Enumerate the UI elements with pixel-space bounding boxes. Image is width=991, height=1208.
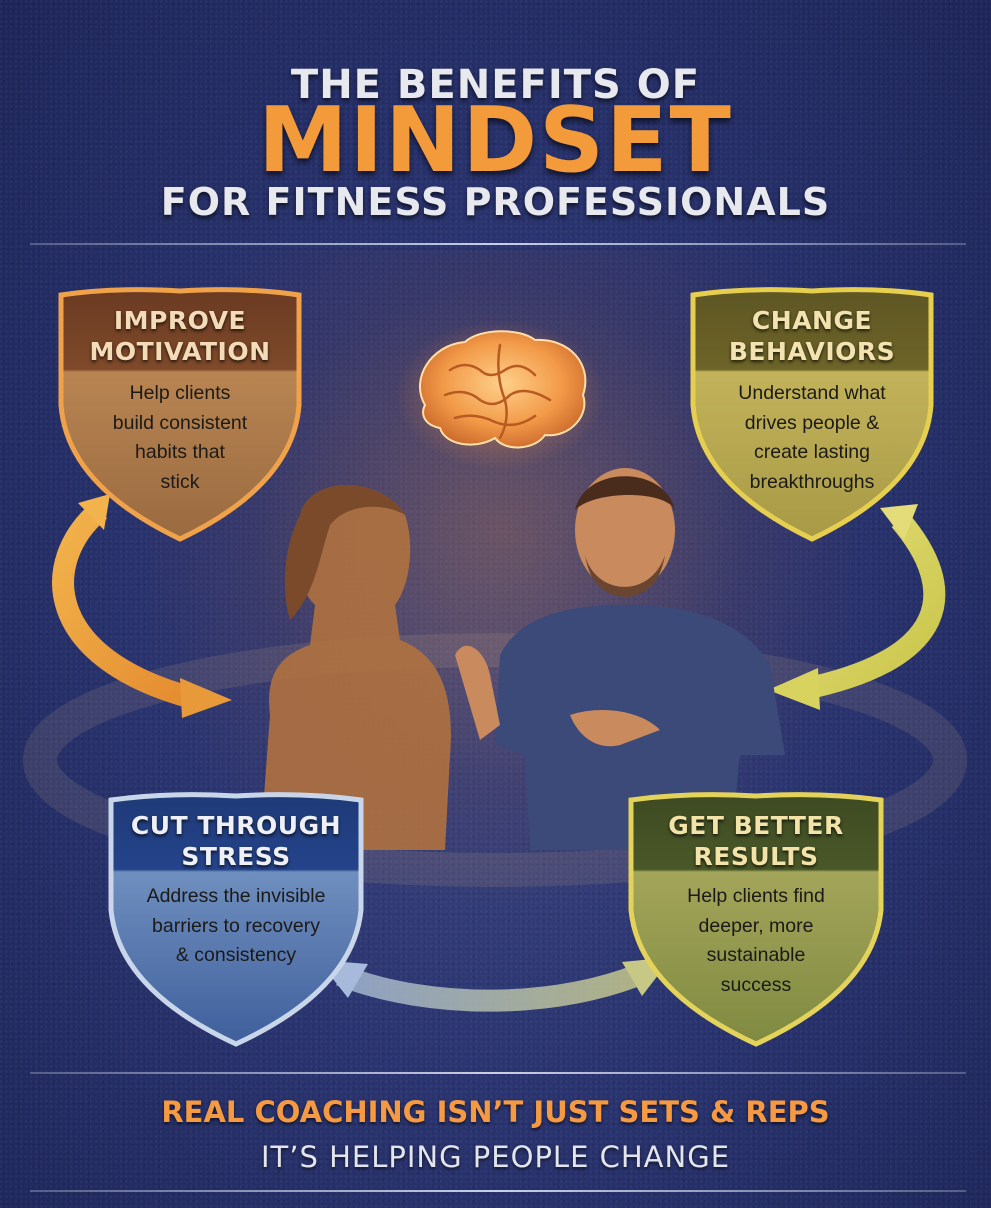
benefit-title: CHANGE — [751, 306, 873, 335]
benefit-desc: Address the invisible — [146, 885, 326, 907]
brain-icon — [395, 320, 605, 470]
benefit-desc: barriers to recovery — [152, 914, 320, 937]
shield-icon — [58, 287, 302, 542]
title-line-1: THE BENEFITS OF — [290, 62, 701, 108]
arrow-bottom — [336, 959, 655, 1012]
top-divider — [30, 243, 966, 245]
benefit-desc: & consistency — [175, 944, 297, 966]
coach-and-client-illustration — [260, 468, 785, 850]
benefit-card-change-behaviors: CHANGE BEHAVIORS Understand what drives … — [687, 285, 937, 545]
benefit-desc: deeper, more — [698, 914, 814, 937]
benefit-desc: create lasting — [754, 441, 870, 463]
arrow-right — [797, 512, 946, 701]
benefit-title: CUT THROUGH — [130, 811, 342, 840]
benefit-title: MOTIVATION — [89, 337, 271, 366]
shield-icon — [690, 287, 934, 542]
footer-divider-top — [30, 1072, 966, 1074]
title-mindset: MINDSET — [258, 88, 733, 193]
shield-icon — [628, 792, 884, 1047]
benefit-card-cut-through-stress: CUT THROUGH STRESS Address the invisible… — [105, 790, 367, 1050]
footer-subtagline: IT’S HELPING PEOPLE CHANGE — [260, 1140, 731, 1174]
benefit-desc: stick — [160, 470, 200, 493]
benefit-title: IMPROVE — [113, 306, 247, 335]
benefit-desc: build consistent — [112, 411, 248, 434]
benefit-desc: sustainable — [706, 944, 806, 966]
benefit-card-get-better-results: GET BETTER RESULTS Help clients find dee… — [625, 790, 887, 1050]
title-line-3: FOR FITNESS PROFESSIONALS — [160, 180, 831, 224]
benefit-title: RESULTS — [693, 842, 819, 871]
benefit-desc: habits that — [135, 441, 225, 463]
shield-icon — [108, 792, 364, 1047]
benefit-desc: success — [720, 973, 792, 996]
benefit-desc: Help clients — [129, 382, 231, 404]
benefit-desc: Help clients find — [687, 885, 825, 907]
benefit-title: BEHAVIORS — [728, 337, 896, 366]
benefit-title: GET BETTER — [668, 811, 844, 840]
benefit-title: STRESS — [181, 842, 291, 871]
footer-tagline: REAL COACHING ISN’T JUST SETS & REPS — [161, 1095, 830, 1129]
footer-divider-bottom — [30, 1190, 966, 1192]
benefit-desc: drives people & — [744, 411, 880, 434]
benefit-desc: breakthroughs — [749, 470, 875, 493]
benefit-card-improve-motivation: IMPROVE MOTIVATION Help clients build co… — [55, 285, 305, 545]
benefit-desc: Understand what — [738, 382, 886, 404]
